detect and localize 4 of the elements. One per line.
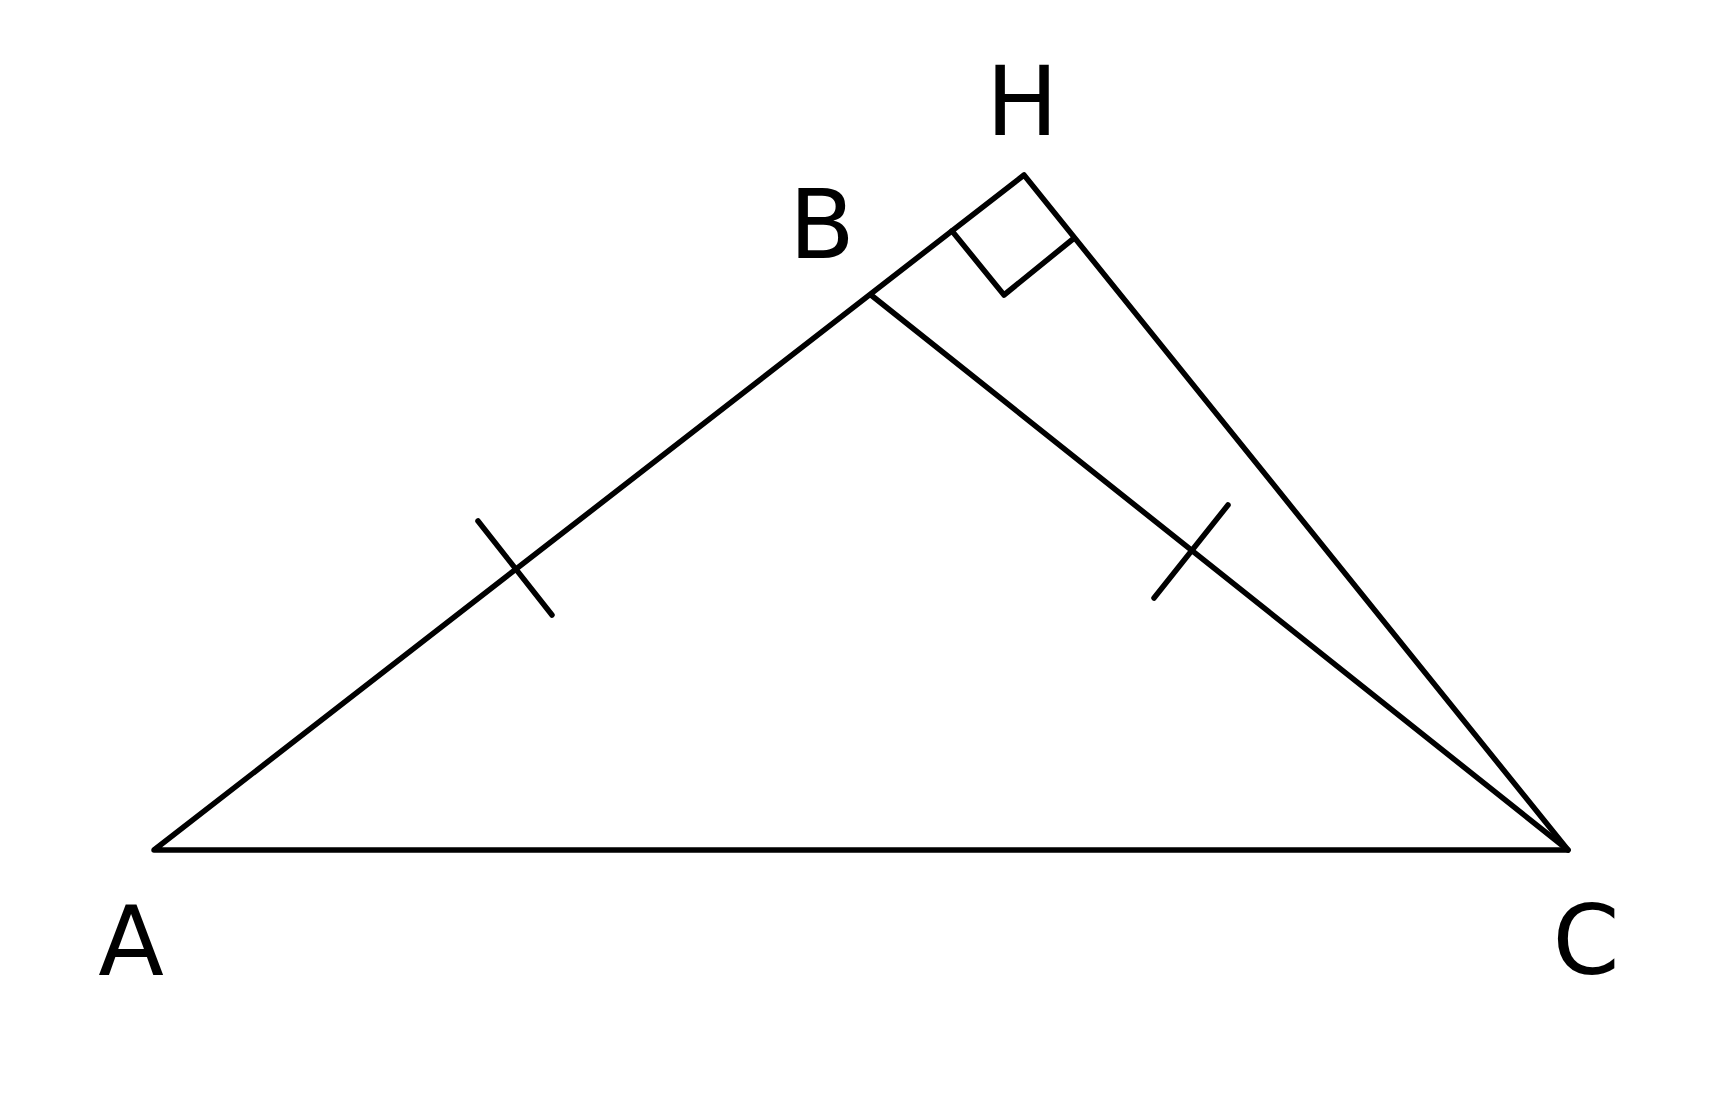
vertex-label: H bbox=[985, 54, 1059, 150]
vertex-label: B bbox=[789, 177, 855, 273]
vertex-label: C bbox=[1552, 893, 1620, 989]
vertex-label: A bbox=[98, 894, 164, 990]
